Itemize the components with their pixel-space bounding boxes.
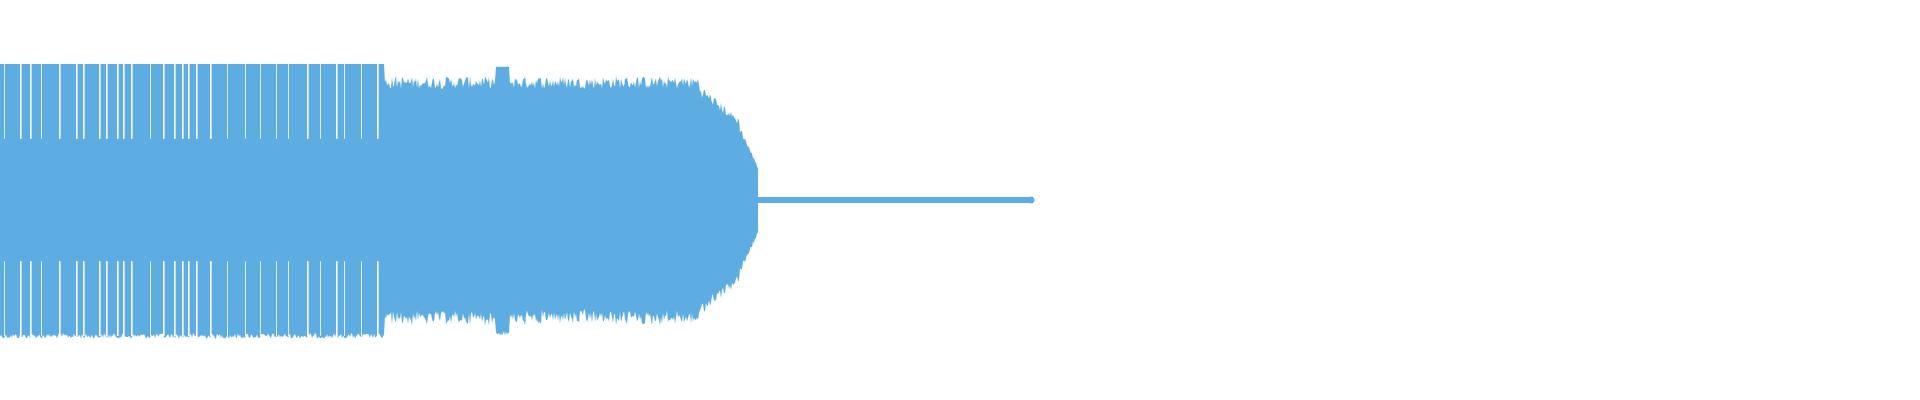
waveform-gap — [245, 261, 246, 336]
waveform-gap — [188, 261, 190, 336]
waveform-gap — [20, 64, 22, 139]
waveform-gap — [117, 261, 119, 336]
waveform-gap — [260, 64, 261, 139]
waveform-gap — [174, 64, 176, 139]
waveform-gap — [307, 261, 309, 336]
waveform-gap — [83, 261, 85, 336]
waveform-gap — [336, 64, 338, 139]
waveform-gap — [377, 64, 379, 139]
waveform-gap — [196, 261, 198, 336]
waveform-envelope — [0, 64, 758, 339]
waveform-gap — [344, 261, 345, 336]
waveform-gap — [123, 261, 125, 336]
waveform-gap — [174, 261, 176, 336]
waveform-gap — [4, 64, 5, 139]
waveform-gap — [4, 261, 5, 336]
waveform-gap — [163, 64, 165, 139]
waveform-gap — [99, 64, 101, 139]
waveform-gap — [182, 261, 184, 336]
waveform-gap — [227, 261, 228, 336]
waveform-gap — [41, 261, 42, 336]
waveform-gap — [210, 261, 212, 336]
waveform-gap — [320, 64, 321, 139]
waveform-gap — [163, 261, 165, 336]
waveform-gap — [150, 261, 151, 336]
waveform-gap — [276, 261, 277, 336]
waveform-gap — [188, 64, 190, 139]
waveform-gap — [41, 64, 42, 139]
waveform-gap — [83, 64, 85, 139]
waveform-gap — [196, 64, 198, 139]
waveform-gap — [245, 64, 246, 139]
waveform-gap — [106, 64, 108, 139]
waveform-gap — [361, 64, 362, 139]
waveform-gap — [131, 261, 133, 336]
waveform-gap — [150, 64, 151, 139]
waveform-gap — [336, 261, 338, 336]
waveform-gap — [182, 64, 184, 139]
waveform-gap — [210, 64, 212, 139]
waveform-gap — [76, 64, 78, 139]
waveform-gap — [131, 64, 133, 139]
waveform-gap — [276, 64, 277, 139]
waveform-gap — [288, 64, 289, 139]
waveform-gap — [227, 64, 228, 139]
waveform-gap — [99, 261, 101, 336]
waveform-gap — [344, 64, 345, 139]
waveform-gap — [59, 261, 61, 336]
waveform-signal — [0, 64, 758, 339]
waveform-gap — [361, 261, 362, 336]
waveform-gap — [377, 261, 379, 336]
waveform-gap — [30, 64, 32, 139]
waveform-gap — [123, 64, 125, 139]
waveform-gap — [30, 261, 32, 336]
waveform-gap — [320, 261, 321, 336]
waveform-gap — [288, 261, 289, 336]
waveform-gap — [117, 64, 119, 139]
waveform-gap — [76, 261, 78, 336]
waveform-gap — [106, 261, 108, 336]
waveform-gap — [20, 261, 22, 336]
waveform-gap — [59, 64, 61, 139]
waveform-gap — [307, 64, 309, 139]
waveform-end-marker — [1027, 196, 1035, 204]
waveform-gap — [260, 261, 261, 336]
